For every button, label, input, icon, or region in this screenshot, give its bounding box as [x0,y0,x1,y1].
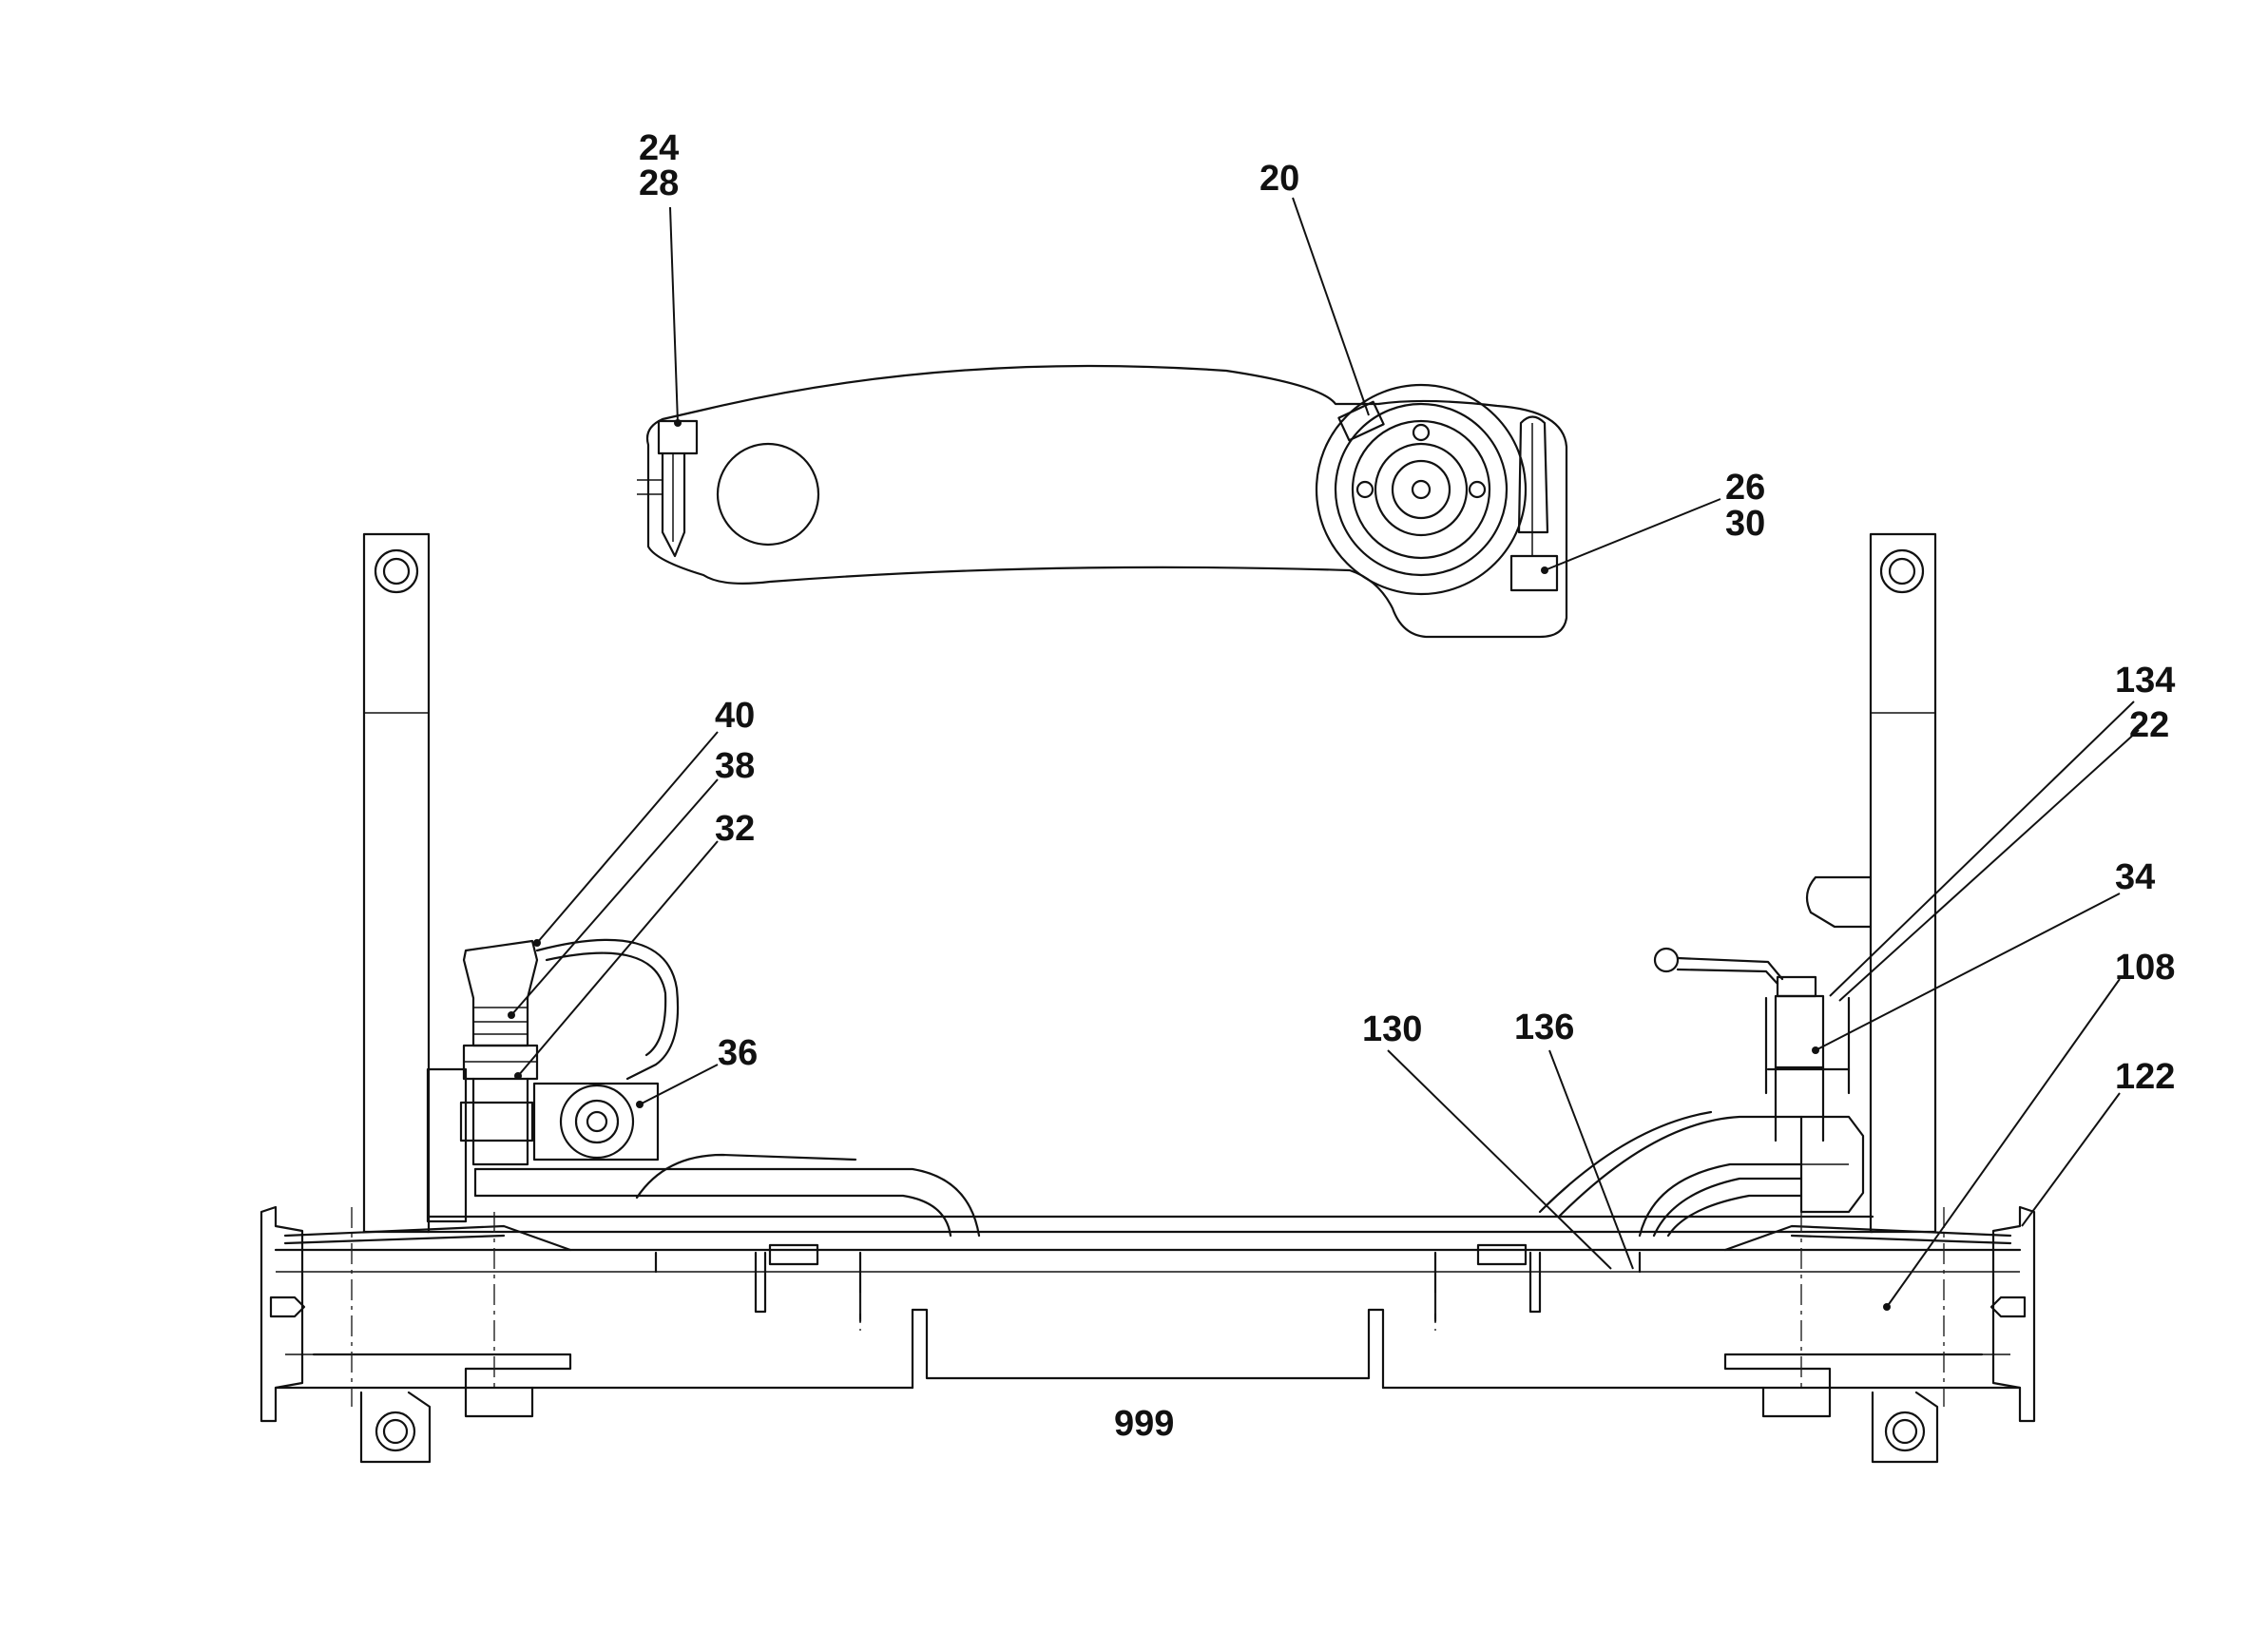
callout-36: 36 [718,1033,758,1073]
callout-24: 24 [639,128,679,168]
left-foot [359,1391,432,1464]
callout-28: 28 [639,163,679,203]
right-post [1805,532,1937,1234]
callout-134: 134 [2115,661,2175,701]
hex-nut [532,1082,660,1161]
callout-34: 34 [2115,857,2155,897]
callout-130: 130 [1362,1009,1422,1049]
right-foot [1871,1391,1939,1464]
valve-handle-knob [1653,947,1680,973]
callout-22: 22 [2129,705,2169,745]
callout-136: 136 [1514,1008,1574,1047]
lever-bore [716,442,820,547]
hub-screw [1337,400,1385,442]
hub-outer [1315,383,1528,596]
leader-lines [508,197,2140,1311]
callout-999: 999 [1114,1404,1174,1444]
left-post [362,532,431,1234]
callout-26: 26 [1725,468,1765,508]
callout-32: 32 [715,809,755,849]
callout-30: 30 [1725,504,1765,544]
crossbeam [259,1205,2036,1423]
callout-122: 122 [2115,1057,2175,1097]
callout-labels: 24 28 20 26 30 40 38 32 36 134 22 34 108… [639,128,2175,1444]
right-valve [1538,947,1865,1238]
side-bolt-head [1509,554,1559,592]
left-fittings [426,938,981,1238]
lever-arm [637,364,1568,639]
callout-20: 20 [1259,159,1299,199]
callout-38: 38 [715,746,755,786]
callout-40: 40 [715,696,755,736]
callout-108: 108 [2115,948,2175,988]
